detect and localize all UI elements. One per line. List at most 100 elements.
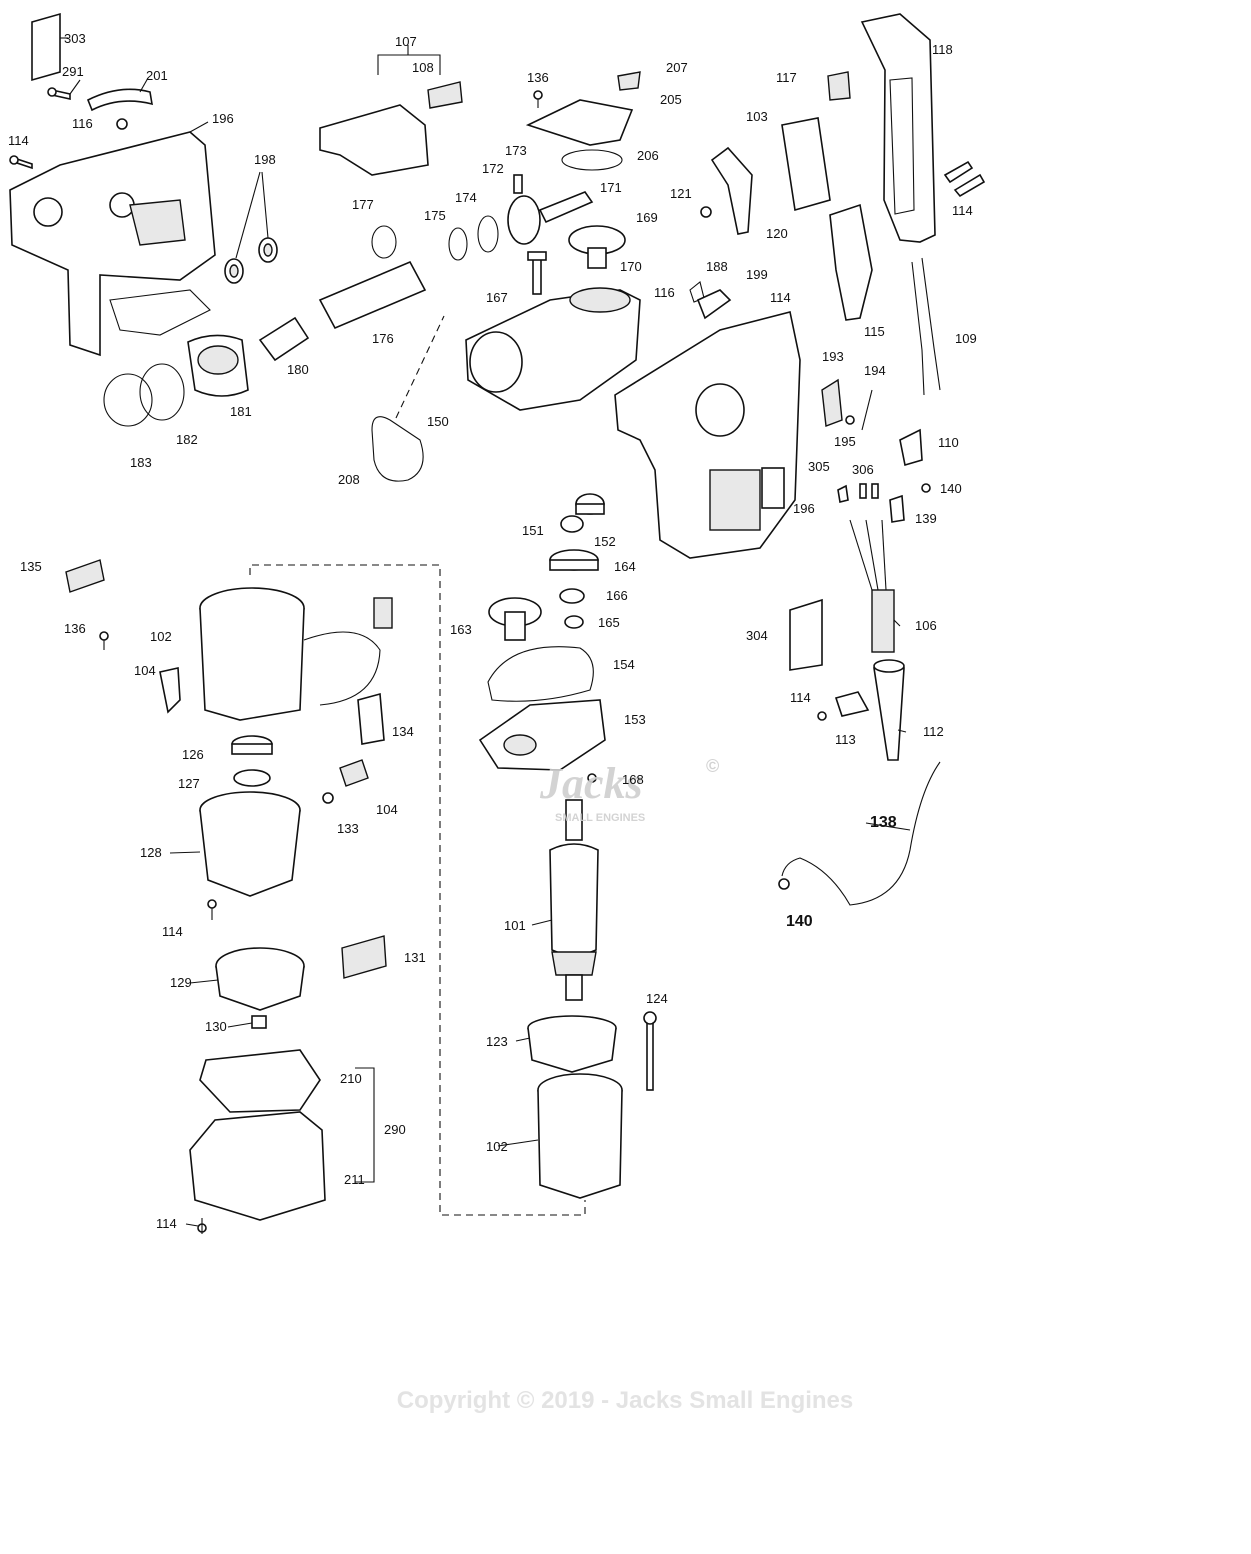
callout-140: 140 bbox=[940, 481, 962, 496]
part-206-gasket bbox=[561, 149, 623, 171]
part-116-nut bbox=[116, 118, 128, 130]
callout-181: 181 bbox=[230, 404, 252, 419]
part-174-ring bbox=[477, 215, 499, 253]
callout-103: 103 bbox=[746, 109, 768, 124]
part-135-plate bbox=[65, 559, 105, 593]
callout-136: 136 bbox=[64, 621, 86, 636]
part-291-screw bbox=[47, 79, 81, 100]
part-176-cylinder bbox=[318, 260, 427, 330]
part-114-screw-mid bbox=[207, 899, 217, 920]
part-196-housing-left bbox=[9, 121, 216, 357]
part-194-spring bbox=[861, 389, 873, 431]
part-208-gasket bbox=[371, 315, 445, 482]
part-290-bracket-line bbox=[355, 1067, 375, 1183]
callout-166: 166 bbox=[606, 588, 628, 603]
callout-150: 150 bbox=[427, 414, 449, 429]
part-165-washer bbox=[564, 615, 584, 629]
callout-177: 177 bbox=[352, 197, 374, 212]
callout-199: 199 bbox=[746, 267, 768, 282]
callout-175: 175 bbox=[424, 208, 446, 223]
copyright-notice: Copyright © 2019 - Jacks Small Engines bbox=[397, 1387, 854, 1414]
part-104-brush-right bbox=[339, 759, 369, 787]
callout-123: 123 bbox=[486, 1034, 508, 1049]
callout-198: 198 bbox=[254, 152, 276, 167]
part-136-screw-left bbox=[99, 631, 109, 650]
watermark-logo: Jacks SMALL ENGINES © bbox=[539, 756, 719, 824]
assembly-outline bbox=[249, 564, 586, 1216]
callout-195: 195 bbox=[834, 434, 856, 449]
callout-193: 193 bbox=[822, 349, 844, 364]
callout-201: 201 bbox=[146, 68, 168, 83]
part-121-screw bbox=[700, 206, 712, 218]
part-130-nut bbox=[251, 1015, 267, 1029]
part-106-cord bbox=[849, 519, 895, 653]
callout-180: 180 bbox=[287, 362, 309, 377]
callout-164: 164 bbox=[614, 559, 636, 574]
callout-205: 205 bbox=[660, 92, 682, 107]
callout-128: 128 bbox=[140, 845, 162, 860]
part-198-bearings bbox=[224, 171, 278, 284]
part-210-cover bbox=[199, 1049, 321, 1113]
part-169-gear bbox=[568, 225, 626, 269]
callout-168: 168 bbox=[622, 772, 644, 787]
callout-138: 138 bbox=[870, 814, 897, 831]
part-150-gearbox-housing bbox=[465, 287, 641, 411]
callout-207: 207 bbox=[666, 60, 688, 75]
callout-110: 110 bbox=[938, 435, 959, 450]
callout-114: 114 bbox=[8, 133, 29, 148]
part-128-fan-housing bbox=[199, 791, 301, 897]
callout-114: 114 bbox=[162, 924, 183, 939]
part-117-clip bbox=[827, 71, 851, 101]
part-193-brush-holder bbox=[821, 378, 843, 427]
part-163-gear bbox=[488, 597, 542, 641]
part-154-gasket bbox=[487, 646, 594, 702]
part-139-clip bbox=[889, 494, 905, 523]
callout-106: 106 bbox=[915, 618, 937, 633]
callout-124: 124 bbox=[646, 991, 668, 1006]
part-102-field bbox=[537, 1073, 623, 1199]
callout-102: 102 bbox=[150, 629, 172, 644]
part-173-pin bbox=[513, 174, 523, 194]
callout-196: 196 bbox=[212, 111, 234, 126]
part-303-label-card bbox=[31, 12, 68, 82]
part-304-label bbox=[789, 598, 823, 671]
callout-114: 114 bbox=[156, 1216, 177, 1231]
callout-163: 163 bbox=[450, 622, 472, 637]
callout-152: 152 bbox=[594, 534, 616, 549]
part-181-clutch bbox=[187, 334, 249, 397]
part-134-brush-holder bbox=[357, 692, 385, 745]
part-127-ring bbox=[233, 769, 271, 787]
callout-labels: 303 291 201 114 116 196 198 107 108 136 … bbox=[8, 31, 977, 1231]
callout-171: 171 bbox=[600, 180, 622, 195]
callout-172: 172 bbox=[482, 161, 504, 176]
callout-113: 113 bbox=[835, 732, 856, 747]
part-182-ring bbox=[139, 363, 185, 421]
watermark-copyright-mark: © bbox=[706, 756, 719, 776]
callout-188: 188 bbox=[706, 259, 728, 274]
part-107-switch-module bbox=[319, 45, 463, 176]
part-112-cord-guard bbox=[873, 659, 905, 761]
part-140-screw-upper bbox=[921, 483, 931, 493]
part-183-ring bbox=[103, 373, 153, 427]
part-196-main-housing bbox=[614, 311, 801, 559]
part-115-bracket bbox=[829, 203, 873, 321]
callout-104: 104 bbox=[376, 802, 398, 817]
callout-116: 116 bbox=[72, 116, 93, 131]
part-167-bolt bbox=[527, 251, 547, 295]
part-113-clamp bbox=[834, 691, 870, 717]
part-177-ring bbox=[371, 225, 397, 259]
callout-104: 104 bbox=[134, 663, 156, 678]
callout-194: 194 bbox=[864, 363, 886, 378]
part-129-fan bbox=[215, 947, 305, 1011]
callout-208: 208 bbox=[338, 472, 360, 487]
callout-114: 114 bbox=[790, 690, 811, 705]
part-306-connector bbox=[859, 483, 879, 499]
callout-117: 117 bbox=[776, 70, 797, 85]
part-110-clamp bbox=[899, 428, 923, 467]
callout-102: 102 bbox=[486, 1139, 508, 1154]
part-101-armature bbox=[549, 799, 599, 1001]
leader-lines bbox=[169, 619, 911, 1227]
callout-176: 176 bbox=[372, 331, 394, 346]
callout-305: 305 bbox=[808, 459, 830, 474]
callout-131: 131 bbox=[404, 950, 426, 965]
